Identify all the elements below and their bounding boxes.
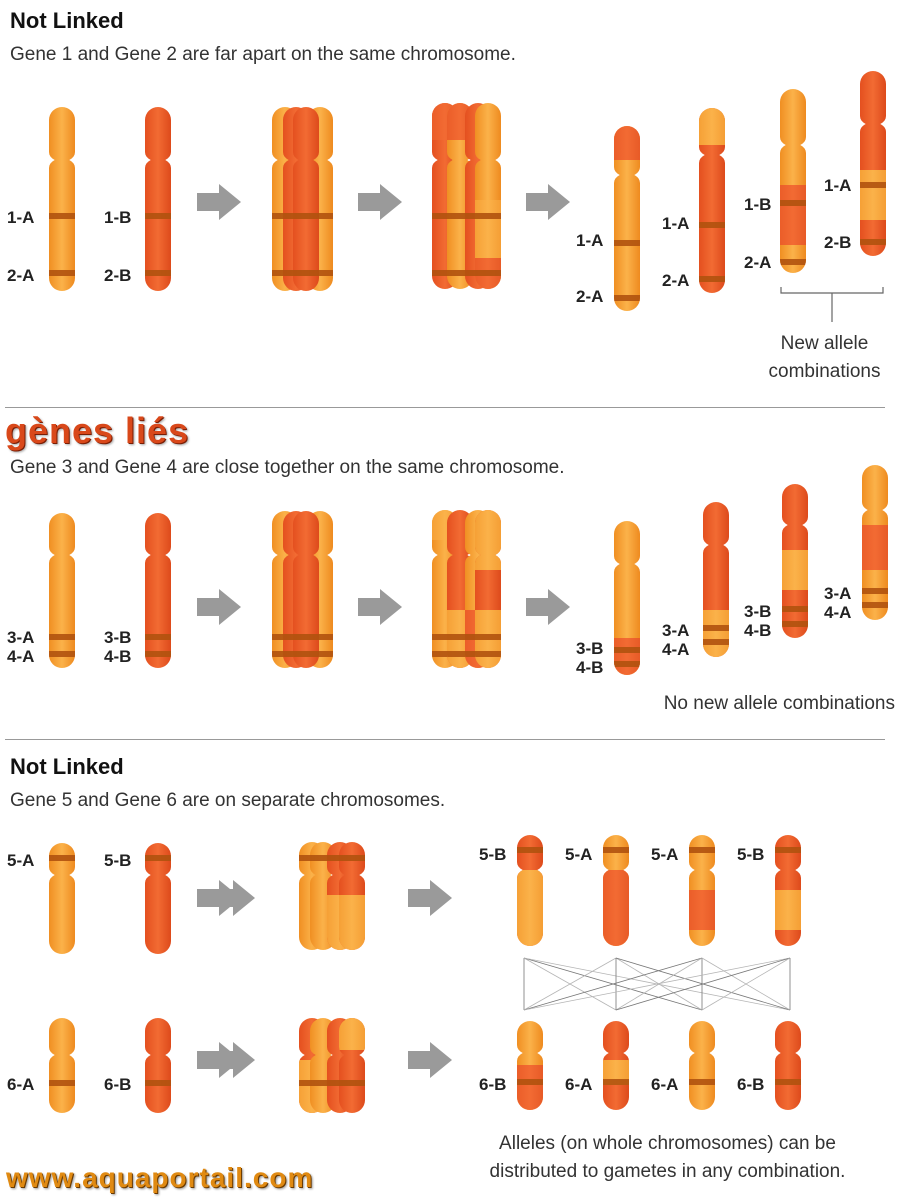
arrow-icon bbox=[358, 589, 402, 625]
gene-label: 4-A bbox=[824, 603, 851, 622]
gene-label: 1-B bbox=[104, 208, 131, 227]
chromosome bbox=[614, 521, 640, 675]
gene-label: 4-A bbox=[7, 647, 34, 666]
section1-subtitle: Gene 1 and Gene 2 are far apart on the s… bbox=[10, 44, 516, 65]
section3-note: Alleles (on whole chromosomes) can be di… bbox=[440, 1130, 895, 1186]
chromosome bbox=[862, 465, 888, 620]
chromosome bbox=[339, 842, 365, 950]
chromosome bbox=[339, 1018, 365, 1113]
combination-line bbox=[701, 957, 791, 1011]
gene-label: 6-B bbox=[104, 1075, 131, 1094]
section2-note: No new allele combinations bbox=[663, 693, 895, 714]
gene-label: 6-B bbox=[479, 1075, 506, 1094]
gene-label: 1-A bbox=[576, 231, 603, 250]
gene-label: 1-B bbox=[744, 195, 771, 214]
chromosome bbox=[145, 107, 171, 291]
gene-label: 6-A bbox=[651, 1075, 678, 1094]
arrow-icon bbox=[358, 184, 402, 220]
chromosome bbox=[603, 835, 629, 946]
chromosome bbox=[703, 502, 729, 657]
chromosome bbox=[775, 835, 801, 946]
gene-label: 5-B bbox=[104, 851, 131, 870]
gene-label: 3-B bbox=[744, 602, 771, 621]
arrow-icon bbox=[211, 1042, 255, 1078]
section3-title: Not Linked bbox=[10, 754, 124, 779]
chromosome bbox=[145, 513, 171, 668]
arrow-icon bbox=[526, 184, 570, 220]
gene-label: 4-A bbox=[662, 640, 689, 659]
bracket bbox=[780, 287, 884, 322]
chromosome bbox=[293, 107, 319, 291]
section3-note-line1: Alleles (on whole chromosomes) can be bbox=[499, 1133, 836, 1154]
combination-line bbox=[523, 957, 617, 1011]
chromosome bbox=[293, 511, 319, 668]
chromosome bbox=[475, 103, 501, 289]
chromosome bbox=[689, 835, 715, 946]
gene-label: 1-A bbox=[662, 214, 689, 233]
arrow-icon bbox=[197, 184, 241, 220]
gene-label: 1-A bbox=[824, 176, 851, 195]
gene-label: 2-A bbox=[7, 266, 34, 285]
section2-title: gènes liés bbox=[5, 410, 190, 451]
gene-label: 5-B bbox=[737, 845, 764, 864]
gene-label: 3-A bbox=[824, 584, 851, 603]
gene-label: 6-A bbox=[565, 1075, 592, 1094]
chromosome bbox=[49, 843, 75, 954]
section1-title: Not Linked bbox=[10, 8, 124, 33]
chromosome bbox=[49, 513, 75, 668]
gene-label: 6-B bbox=[737, 1075, 764, 1094]
chromosome bbox=[49, 1018, 75, 1113]
section-divider bbox=[5, 407, 885, 408]
chromosome bbox=[475, 510, 501, 668]
chromosome bbox=[860, 71, 886, 256]
gene-label: 3-A bbox=[7, 628, 34, 647]
chromosome bbox=[782, 484, 808, 638]
arrow-icon bbox=[197, 589, 241, 625]
chromosome bbox=[145, 843, 171, 954]
arrow-icon bbox=[408, 1042, 452, 1078]
gene-label: 3-B bbox=[576, 639, 603, 658]
section3-note-line2: distributed to gametes in any combinatio… bbox=[489, 1161, 846, 1182]
arrow-icon bbox=[211, 880, 255, 916]
gene-label: 2-B bbox=[824, 233, 851, 252]
gene-label: 6-A bbox=[7, 1075, 34, 1094]
section1-note-line1: New allele bbox=[780, 333, 869, 354]
gene-label: 2-A bbox=[662, 271, 689, 290]
gene-label: 4-B bbox=[576, 658, 603, 677]
gene-label: 2-A bbox=[576, 287, 603, 306]
chromosome bbox=[517, 1021, 543, 1110]
section1-note: New allele combinations bbox=[752, 330, 897, 386]
gene-label: 1-A bbox=[7, 208, 34, 227]
gene-label: 2-B bbox=[104, 266, 131, 285]
gene-label: 3-A bbox=[662, 621, 689, 640]
section3-subtitle: Gene 5 and Gene 6 are on separate chromo… bbox=[10, 790, 446, 811]
chromosome bbox=[49, 107, 75, 291]
chromosome bbox=[699, 108, 725, 293]
chromosome bbox=[145, 1018, 171, 1113]
chromosome bbox=[614, 126, 640, 311]
chromosome bbox=[775, 1021, 801, 1110]
section1-note-line2: combinations bbox=[768, 361, 881, 382]
gene-label: 5-A bbox=[7, 851, 34, 870]
gene-label: 2-A bbox=[744, 253, 771, 272]
gene-label: 3-B bbox=[104, 628, 131, 647]
site-watermark: www.aquaportail.com bbox=[6, 1162, 314, 1193]
arrow-icon bbox=[526, 589, 570, 625]
combination-line bbox=[615, 957, 791, 1011]
combination-line bbox=[523, 957, 703, 1011]
chromosome bbox=[603, 1021, 629, 1110]
chromosome bbox=[517, 835, 543, 946]
gene-label: 5-A bbox=[565, 845, 592, 864]
gene-label: 5-A bbox=[651, 845, 678, 864]
chromosome bbox=[780, 89, 806, 273]
section2-subtitle: Gene 3 and Gene 4 are close together on … bbox=[10, 457, 565, 478]
combination-line bbox=[523, 957, 791, 1011]
gene-label: 5-B bbox=[479, 845, 506, 864]
section-divider bbox=[5, 739, 885, 740]
gene-label: 4-B bbox=[744, 621, 771, 640]
gene-label: 4-B bbox=[104, 647, 131, 666]
chromosome bbox=[689, 1021, 715, 1110]
arrow-icon bbox=[408, 880, 452, 916]
